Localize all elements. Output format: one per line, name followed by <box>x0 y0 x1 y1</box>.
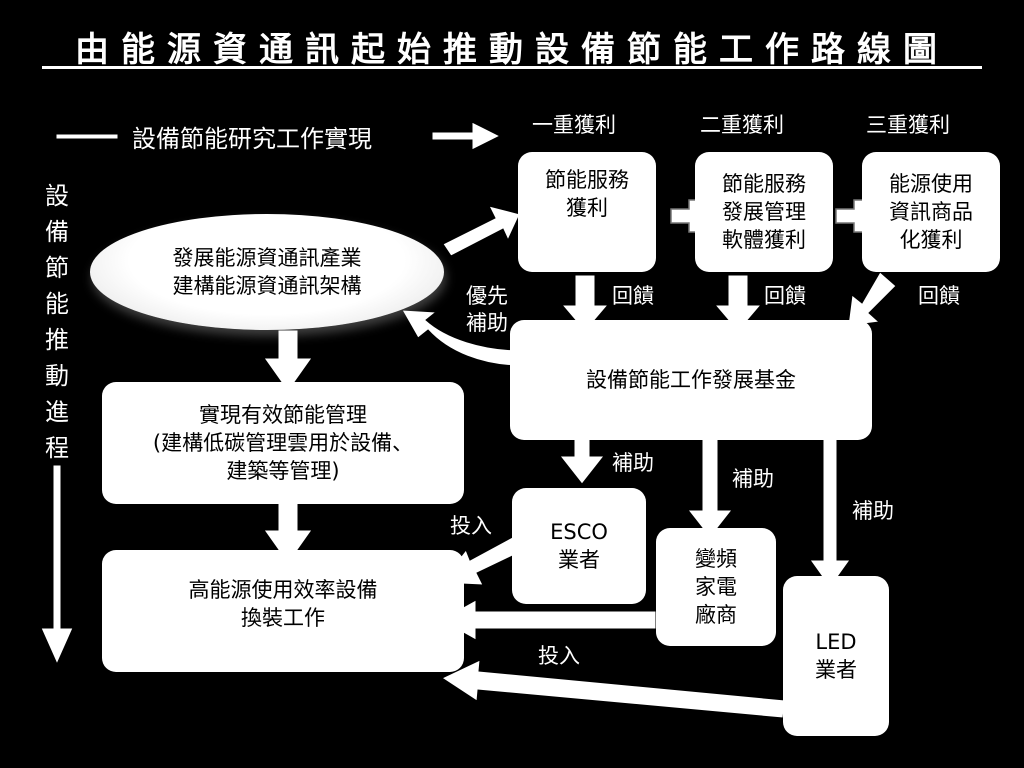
priority-label: 優先 <box>466 284 508 308</box>
box-high-efficiency-equipment-text: 高能源使用效率設備 換裝工作 <box>188 578 378 630</box>
box-effective-mgmt: 實現有效節能管理 (建構低碳管理雲用於設備、 建築等管理) <box>102 382 464 504</box>
page-title: 由能源資通訊起始推動設備節能工作路線圖 <box>75 30 949 70</box>
title-underline <box>42 66 982 69</box>
subsidy-label: 補助 <box>852 499 894 523</box>
ellipse-ict-industry-text: 發展能源資通訊產業 建構能源資通訊架構 <box>172 246 362 298</box>
feedback-arrow <box>847 271 897 327</box>
progress-arrow <box>40 464 74 666</box>
invest-label: 投入 <box>538 644 580 668</box>
box-fund-text: 設備節能工作發展基金 <box>586 368 796 392</box>
box-led: LED 業者 <box>783 576 889 736</box>
box-esco: ESCO 業者 <box>512 488 646 604</box>
feedback-label: 回饋 <box>612 284 654 308</box>
box-esco-text: ESCO 業者 <box>550 520 608 572</box>
invest-label: 投入 <box>450 514 492 538</box>
box-energy-service: 節能服務 獲利 <box>518 152 656 272</box>
box-inverter-appliance: 變頻 家電 廠商 <box>656 528 776 646</box>
box-energy-info-product: 能源使用 資訊商品 化獲利 <box>862 152 1000 272</box>
feedback-arrow <box>713 274 763 333</box>
research-label: 設備節能研究工作實現 <box>132 125 372 153</box>
box-inverter-appliance-text: 變頻 家電 廠商 <box>695 547 737 627</box>
box-energy-service-dev: 節能服務 發展管理 軟體獲利 <box>695 152 833 272</box>
benefit-label-1: 一重獲利 <box>532 113 616 137</box>
invest-arrow-led <box>440 659 786 719</box>
feedback-label: 回饋 <box>918 284 960 308</box>
vertical-char: 設 <box>45 182 69 210</box>
subsidy-label: 補助 <box>612 451 654 475</box>
box-energy-service-text: 節能服務 獲利 <box>545 168 629 220</box>
arrow-to-service <box>442 205 521 257</box>
ellipse-ict-industry: 發展能源資通訊產業 建構能源資通訊架構 <box>90 214 444 330</box>
feedback-arrow <box>560 274 610 333</box>
priority-subsidy-arrow <box>401 309 523 367</box>
subsidy-label: 補助 <box>732 467 774 491</box>
vertical-char: 備 <box>45 218 69 246</box>
vertical-char: 動 <box>45 362 69 390</box>
box-high-efficiency-equipment: 高能源使用效率設備 換裝工作 <box>102 550 464 672</box>
vertical-char: 程 <box>45 434 69 462</box>
research-line <box>55 133 119 140</box>
benefit-label-3: 三重獲利 <box>866 113 950 137</box>
feedback-label: 回饋 <box>764 284 806 308</box>
subsidy-arrow-led <box>809 429 851 589</box>
arrow-to-equipment <box>263 499 313 565</box>
priority-subsidy-label: 補助 <box>466 311 508 335</box>
box-energy-service-dev-text: 節能服務 發展管理 軟體獲利 <box>722 172 806 252</box>
box-led-text: LED 業者 <box>815 630 857 682</box>
vertical-char: 推 <box>45 326 69 354</box>
arrow-to-mgmt <box>263 329 313 393</box>
benefit-label-2: 二重獲利 <box>700 113 784 137</box>
vertical-char: 能 <box>45 290 69 318</box>
subsidy-arrow-inverter <box>686 429 734 539</box>
research-arrow <box>431 121 502 151</box>
invest-arrow-inverter <box>438 599 657 641</box>
box-energy-info-product-text: 能源使用 資訊商品 化獲利 <box>889 172 973 252</box>
vertical-char: 進 <box>45 398 69 426</box>
box-effective-mgmt-text: 實現有效節能管理 (建構低碳管理雲用於設備、 建築等管理) <box>152 403 414 483</box>
vertical-char: 節 <box>45 254 69 282</box>
box-fund: 設備節能工作發展基金 <box>510 320 872 440</box>
vertical-progress-label: 設 備 節 能 推 動 進 程 <box>42 178 72 466</box>
